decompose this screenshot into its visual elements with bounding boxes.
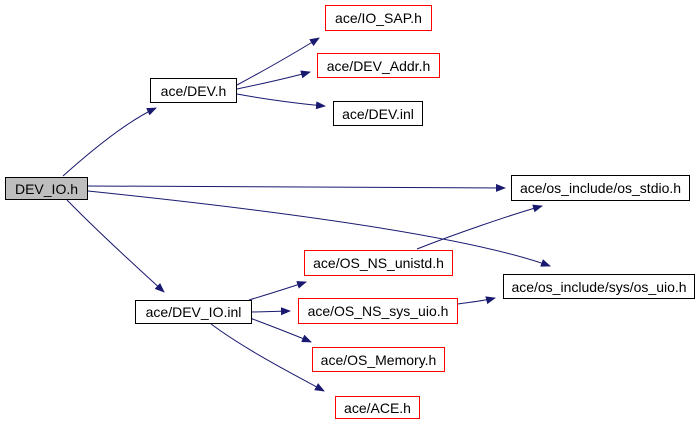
node-os-ns-sys-uio-h[interactable]: ace/OS_NS_sys_uio.h — [298, 298, 458, 324]
node-label: ace/ACE.h — [344, 399, 411, 416]
node-dev-io-h[interactable]: DEV_IO.h — [5, 177, 88, 200]
node-ace-dev-h[interactable]: ace/DEV.h — [150, 78, 237, 103]
node-ace-io-sap-h[interactable]: ace/IO_SAP.h — [325, 5, 432, 31]
node-label: ace/OS_NS_unistd.h — [313, 255, 444, 271]
node-ace-dev-addr-h[interactable]: ace/DEV_Addr.h — [317, 53, 440, 78]
node-label: ace/DEV.inl — [342, 105, 414, 122]
node-label: ace/os_include/os_stdio.h — [519, 180, 682, 196]
node-label: ace/IO_SAP.h — [335, 10, 422, 26]
edge-os-ns-sys-uio-h-to-sys-os-uio-h — [457, 296, 496, 305]
edge-ace-dev-io-inl-to-ace-os-memory-h — [249, 317, 312, 343]
node-os-stdio-h[interactable]: ace/os_include/os_stdio.h — [511, 175, 690, 201]
edge-ace-dev-io-inl-to-ace-ace-h — [210, 323, 325, 392]
node-ace-ace-h[interactable]: ace/ACE.h — [335, 396, 420, 419]
node-ace-os-memory-h[interactable]: ace/OS_Memory.h — [312, 347, 445, 372]
node-label: ace/DEV.h — [160, 82, 227, 99]
edge-os-ns-unistd-h-to-os-stdio-h — [416, 204, 543, 250]
edge-ace-dev-io-inl-to-os-ns-unistd-h — [248, 281, 307, 301]
node-label: ace/OS_Memory.h — [320, 351, 437, 368]
node-ace-dev-io-inl[interactable]: ace/DEV_IO.inl — [135, 300, 252, 324]
node-label: ace/os_include/sys/os_uio.h — [511, 278, 687, 295]
node-os-ns-unistd-h[interactable]: ace/OS_NS_unistd.h — [304, 250, 453, 276]
edge-ace-dev-io-inl-to-os-ns-sys-uio-h — [251, 307, 291, 316]
node-label: DEV_IO.h — [14, 180, 79, 197]
node-label: ace/DEV_IO.inl — [145, 304, 242, 320]
edge-dev-io-h-to-os-stdio-h — [87, 183, 506, 192]
node-label: ace/DEV_Addr.h — [326, 57, 431, 74]
edge-dev-io-h-to-ace-dev-io-inl — [66, 199, 165, 293]
node-ace-dev-inl[interactable]: ace/DEV.inl — [333, 101, 423, 126]
edge-ace-dev-h-to-ace-io-sap-h — [236, 37, 320, 86]
edge-ace-dev-h-to-ace-dev-inl — [236, 93, 326, 110]
node-label: ace/OS_NS_sys_uio.h — [307, 303, 449, 319]
node-sys-os-uio-h[interactable]: ace/os_include/sys/os_uio.h — [503, 274, 695, 299]
edge-dev-io-h-to-sys-os-uio-h — [87, 190, 551, 267]
edge-ace-dev-h-to-ace-dev-addr-h — [236, 70, 311, 90]
edge-dev-io-h-to-ace-dev-h — [62, 107, 157, 177]
